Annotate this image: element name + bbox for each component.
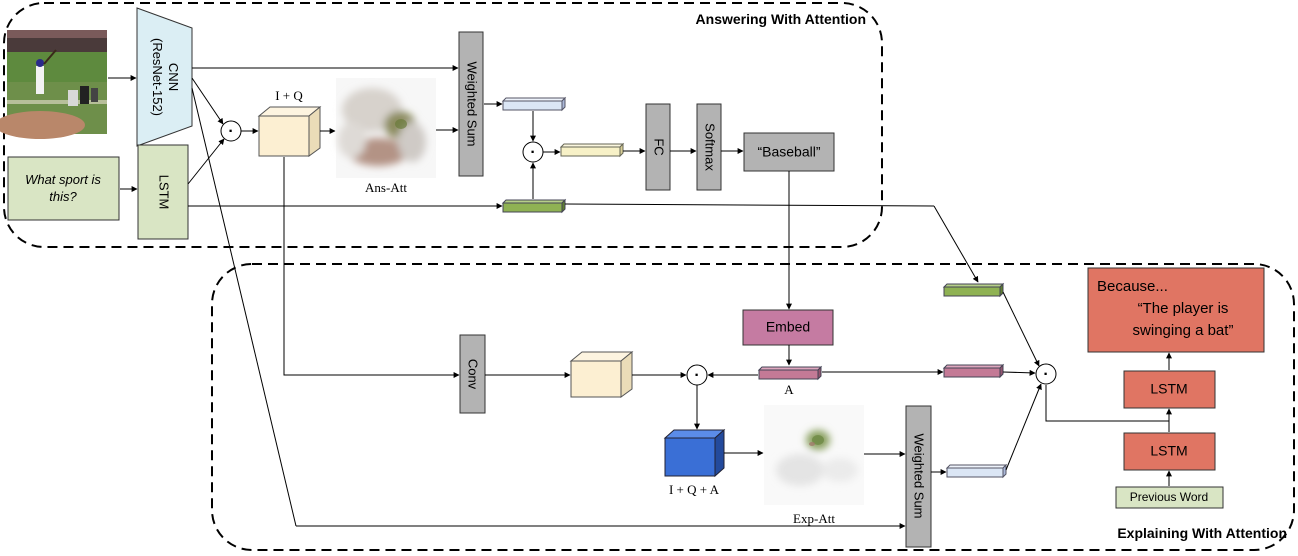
answer-output-label: “Baseball” (757, 144, 820, 160)
iqa-feature-cube (663, 428, 726, 478)
multiply-node-iq-symbol: · (228, 123, 233, 140)
conv-label: Conv (466, 359, 481, 390)
explanation-output-box (1087, 267, 1265, 353)
embed-block (742, 309, 834, 346)
answering-region (3, 2, 883, 248)
answer-embedding-vector (757, 365, 823, 381)
fc-block (645, 103, 671, 191)
weighted-sum-explain-label: Weighted Sum (912, 433, 927, 518)
iq-feature-cube (257, 105, 322, 157)
weighted-sum-answer-label: Weighted Sum (465, 61, 480, 146)
iq-cube-label: I + Q (275, 88, 303, 103)
multiply-node-final-symbol: · (1043, 366, 1048, 383)
explain-answer-vector (942, 363, 1005, 379)
question-input-box (7, 156, 120, 221)
softmax-label: Softmax (703, 123, 718, 171)
conv-block (459, 334, 486, 414)
cnn-label-line2: (ResNet-152) (150, 38, 165, 116)
cnn-label-line1: CNN (166, 63, 181, 91)
multiply-node-answer-symbol: · (530, 144, 535, 161)
question-vector (501, 198, 567, 214)
fc-label: FC (652, 138, 667, 155)
previous-word-label: Previous Word (1130, 490, 1208, 504)
multiply-node-final (1035, 363, 1057, 385)
question-text-line2: this? (49, 189, 77, 204)
explaining-region-title: Explaining With Attention (1117, 525, 1287, 541)
explaining-region (211, 263, 1295, 551)
question-text-line1: What sport is (25, 172, 101, 187)
explain-attended-image-vector (945, 463, 1008, 479)
question-lstm-label: LSTM (157, 175, 172, 210)
question-lstm-block (137, 144, 189, 240)
explanation-attention-map (764, 405, 864, 505)
weighted-sum-answer-block (458, 31, 484, 177)
attended-image-vector (501, 96, 567, 112)
connections (108, 65, 1172, 529)
weighted-sum-explain-block (905, 405, 932, 548)
previous-word-box (1115, 486, 1224, 509)
conv-feature-cube (569, 350, 634, 398)
fused-answer-vector (559, 142, 625, 158)
exp-att-label: Exp-Att (793, 511, 835, 526)
embed-label: Embed (766, 319, 810, 335)
decoder-lstm-top-label: LSTM (1150, 381, 1187, 397)
cnn-label: CNN (ResNet-152) (150, 38, 181, 116)
explanation-line1: “The player is (1138, 300, 1229, 317)
decoder-lstm-top (1123, 370, 1216, 409)
explanation-line2: swinging a bat” (1133, 322, 1234, 339)
decoder-lstm-bottom (1123, 432, 1216, 471)
decoder-lstm-bottom-label: LSTM (1150, 443, 1187, 459)
explanation-because: Because... (1097, 278, 1168, 295)
iqa-cube-label: I + Q + A (669, 482, 720, 497)
ans-att-label: Ans-Att (365, 180, 407, 195)
input-image (0, 30, 107, 139)
multiply-node-explain-symbol: · (694, 367, 699, 384)
softmax-block (696, 103, 722, 191)
answer-attention-map (336, 78, 436, 178)
cnn-block (136, 7, 193, 147)
answering-region-title: Answering With Attention (696, 11, 866, 27)
explain-question-vector (942, 282, 1005, 298)
a-vector-label: A (784, 382, 794, 397)
